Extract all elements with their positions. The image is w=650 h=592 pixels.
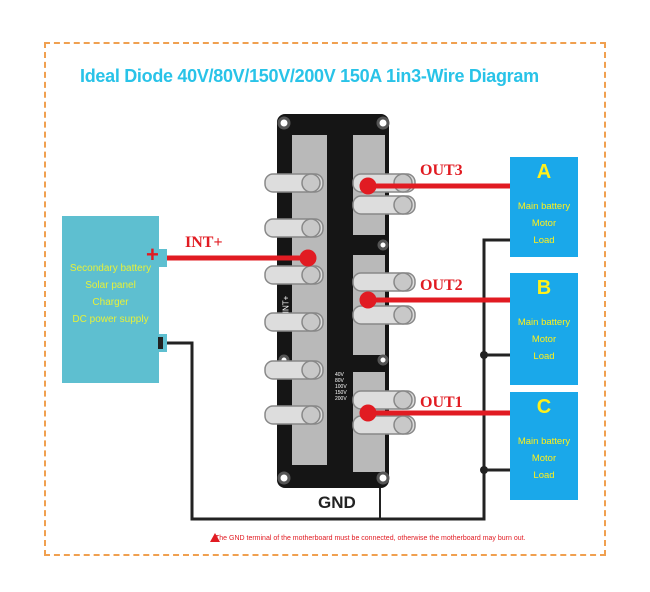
load-letter: B [536,277,552,299]
load-line: Load [533,470,555,481]
source-line: Solar panel [85,280,136,291]
load-line: Motor [531,334,557,345]
screw-icon [393,173,413,193]
screw-icon [301,405,321,425]
load-box-a: A Main battery Motor Load [510,157,578,257]
board-silk-label: INT+ [281,295,291,314]
load-line: Load [533,235,555,246]
diagram-title: Ideal Diode 40V/80V/150V/200V 150A 1in3-… [80,66,539,86]
screw-icon [301,173,321,193]
screw-icon [393,415,413,435]
out2-label: OUT2 [420,277,463,294]
screw-icon [393,195,413,215]
source-positive-terminal [155,249,167,267]
warning-text: The GND terminal of the motherboard must… [215,535,526,542]
screw-icon [301,218,321,238]
source-box: Secondary battery Solar panel Charger DC… [62,216,159,383]
plus-icon: + [146,242,159,267]
load-line: Main battery [517,317,571,328]
screw-icon [301,265,321,285]
load-letter: A [536,161,552,183]
out1-label: OUT1 [420,394,463,411]
source-line: DC power supply [72,314,149,325]
load-line: Main battery [517,436,571,447]
load-box-c: C Main battery Motor Load [510,392,578,500]
load-line: Load [533,351,555,362]
gnd-wire [160,238,510,521]
int-label: INT+ [185,234,223,251]
screw-icon [301,312,321,332]
screw-icon [393,390,413,410]
load-line: Motor [531,453,557,464]
out3-label: OUT3 [420,162,463,179]
gnd-label: GND [318,493,356,512]
screw-icon [393,305,413,325]
load-letter: C [536,396,552,418]
source-line: Secondary battery [69,263,152,274]
source-negative-terminal [155,334,167,352]
screw-icon [301,360,321,380]
source-line: Charger [92,297,129,308]
load-line: Motor [531,218,557,229]
load-line: Main battery [517,201,571,212]
screw-icon [393,272,413,292]
dashed-frame [44,42,606,556]
load-box-b: B Main battery Motor Load [510,273,578,385]
warning-icon [210,533,220,542]
